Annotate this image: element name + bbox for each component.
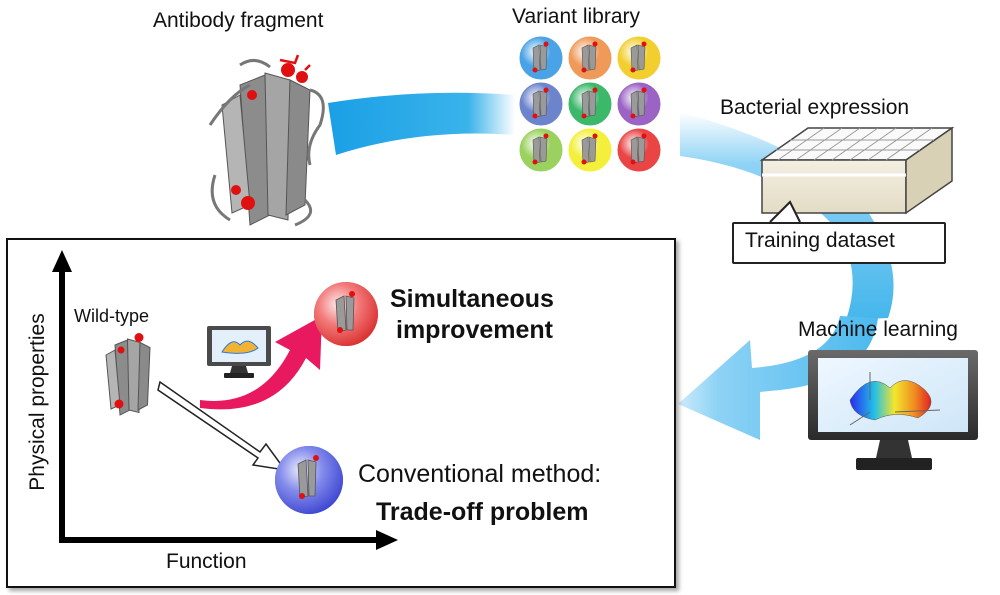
flow-arrow-3 [678, 316, 878, 440]
antibody-structure-icon [208, 54, 325, 227]
dataset-callout-pointer [769, 200, 801, 223]
variant-sphere-icon [617, 128, 661, 172]
trade-off-label: Trade-off problem [376, 498, 589, 526]
variant-sphere-icon [568, 36, 612, 80]
training-dataset-callout [732, 222, 946, 264]
simultaneous-label: Simultaneous [390, 285, 554, 313]
machine-learning-label: Machine learning [798, 318, 958, 341]
variant-library-grid [519, 36, 661, 172]
variant-library-label: Variant library [512, 5, 640, 28]
improvement-label: improvement [396, 316, 553, 344]
wild-type-label: Wild-type [74, 306, 150, 326]
improved-variant-sphere [314, 282, 378, 346]
variant-sphere-icon [617, 82, 661, 126]
variant-sphere-icon [519, 36, 563, 80]
y-axis-label: Physical properties [26, 313, 49, 491]
flow-arrow-1 [328, 92, 515, 155]
conventional-variant-sphere [275, 446, 343, 514]
conventional-method-label: Conventional method: [358, 460, 602, 488]
variant-sphere-icon [568, 82, 612, 126]
well-plate-icon [759, 126, 955, 215]
variant-sphere-icon [568, 128, 612, 172]
flow-arrow-2 [680, 112, 894, 320]
antibody-fragment-label: Antibody fragment [153, 9, 324, 32]
x-axis-label: Function [166, 550, 247, 573]
variant-sphere-icon [617, 36, 661, 80]
variant-sphere-icon [519, 128, 563, 172]
training-dataset-label: Training dataset [745, 229, 895, 252]
bacterial-expression-label: Bacterial expression [720, 96, 910, 119]
variant-sphere-icon [519, 82, 563, 126]
ml-monitor-icon [808, 350, 978, 470]
